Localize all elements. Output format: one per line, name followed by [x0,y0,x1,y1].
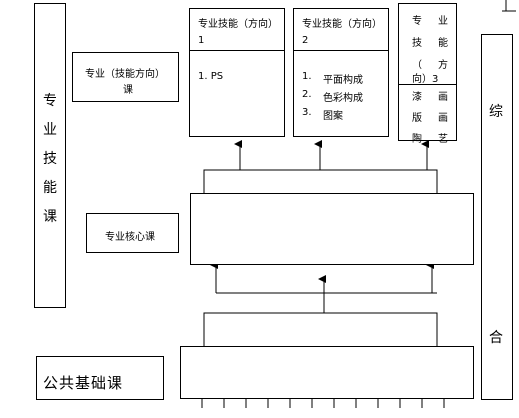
direction-2-item-label: 色彩构成 [323,93,363,104]
direction-3-item-char: 版 [412,113,422,124]
skill-direction-course-box: 专业（技能方向） 课 [72,52,179,102]
direction-2-item-number: 2. [302,89,312,100]
direction-3-items: 漆 画 版 画 陶 艺 [412,88,448,145]
left-column-char: 业 [43,122,57,138]
direction-3-title-tail: 向）3 [412,74,439,85]
direction-3-title-char: 业 [438,16,448,27]
direction-2-title: 专业技能（方向） [302,19,382,30]
core-course-label-box: 专业核心课 [86,213,179,253]
direction-1-number: 1 [198,35,205,46]
direction-2-item-number: 3. [302,107,312,118]
left-column-char: 能 [43,180,57,196]
direction-1-item: 1. PS [198,71,224,82]
public-course-box [180,346,474,399]
direction-3-item-char: 陶 [412,134,422,145]
comprehensive-column: 综 合 [481,34,513,400]
direction-2-divider [294,50,388,51]
left-column-char: 专 [43,93,57,109]
direction-3-title-char: 专 [412,16,422,27]
public-course-label: 公共基础课 [43,374,124,392]
professional-skill-column: 专 业 技 能 课 [34,3,66,308]
direction-3-item-char: 漆 [412,92,422,103]
direction-2-box: 专业技能（方向） 2 1. 平面构成 2. 色彩构成 3. 图案 [293,8,389,137]
core-course-box [190,193,474,265]
direction-3-box: 专 业 技 能 （ 方 向）3 漆 画 版 画 陶 艺 [398,3,457,145]
core-course-label: 专业核心课 [105,232,155,243]
direction-3-divider [399,84,456,85]
direction-2-number: 2 [302,35,309,46]
direction-3-title-char: （ [412,60,422,71]
direction-3-title: 专 业 技 能 （ 方 [412,12,448,71]
skill-direction-course-line1: 专业（技能方向） [85,69,165,80]
direction-3-title-char: 能 [438,38,448,49]
skill-direction-course-line2: 课 [123,85,133,96]
corner-mark [502,0,516,12]
direction-1-divider [190,50,284,51]
direction-1-box: 专业技能（方向） 1 1. PS [189,8,285,137]
direction-2-item-label: 图案 [323,111,343,122]
public-course-label-box: 公共基础课 [36,356,164,400]
direction-1-title: 专业技能（方向） [198,19,278,30]
direction-3-item-char: 艺 [438,134,448,145]
direction-3-title-char: 技 [412,38,422,49]
direction-2-item-number: 1. [302,71,312,82]
left-column-char: 技 [43,151,57,167]
direction-3-item-char: 画 [438,92,448,103]
direction-3-title-char: 方 [438,60,448,71]
direction-2-item-label: 平面构成 [323,75,363,86]
left-column-char: 课 [43,209,57,225]
right-column-char: 综 [489,104,503,120]
right-column-char: 合 [489,330,503,346]
direction-3-item-char: 画 [438,113,448,124]
